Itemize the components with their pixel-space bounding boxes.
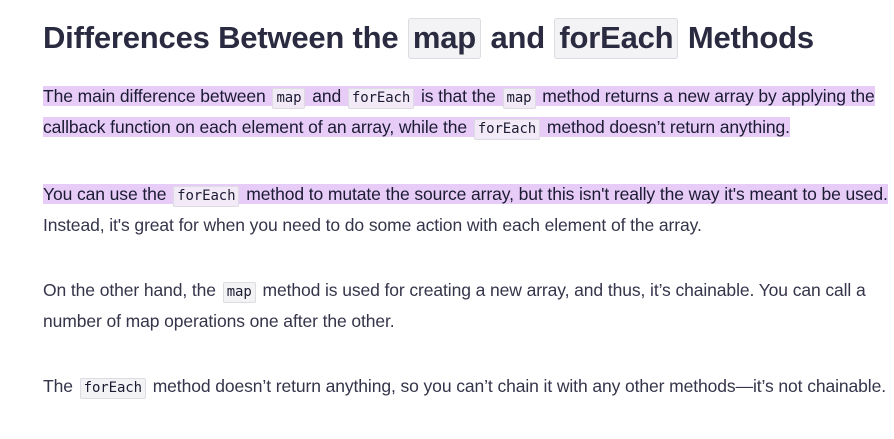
paragraph-foreach-not-chainable: The forEach method doesn’t return anythi… — [43, 372, 888, 403]
heading-text-suffix: Methods — [679, 20, 814, 55]
inline-code-foreach: forEach — [473, 119, 541, 140]
text-span: is that the — [416, 86, 501, 106]
paragraph-main-difference: The main difference between map and forE… — [43, 82, 888, 144]
heading-code-map: map — [407, 18, 482, 59]
inline-code-map: map — [222, 282, 256, 303]
text-span: You can use the — [43, 184, 172, 204]
inline-code-map: map — [272, 88, 306, 109]
text-span: Instead, it's great for when you need to… — [43, 215, 702, 235]
text-span: method is used for creating a new array,… — [43, 280, 866, 331]
highlight-main-difference[interactable]: The main difference between map and forE… — [43, 86, 875, 140]
heading-text-mid: and — [482, 20, 554, 55]
text-span: method doesn’t return anything, so you c… — [147, 376, 886, 396]
inline-code-foreach: forEach — [173, 186, 240, 207]
highlight-mutate-source[interactable]: You can use the forEach method to mutate… — [43, 184, 888, 207]
text-span: The main difference between — [43, 86, 271, 106]
text-span: and — [307, 86, 346, 106]
heading-text-prefix: Differences Between the — [43, 20, 407, 55]
text-span: method to mutate the source array, but t… — [241, 184, 888, 204]
inline-code-foreach: forEach — [79, 378, 146, 399]
inline-code-map: map — [502, 88, 536, 109]
text-span: method returns a new array by applying t… — [43, 86, 875, 137]
text-span: method doesn’t return anything. — [542, 117, 790, 137]
inline-code-foreach: forEach — [347, 88, 415, 109]
text-span: The — [43, 376, 78, 396]
heading-code-foreach: forEach — [554, 18, 679, 59]
paragraph-mutate-source: You can use the forEach method to mutate… — [43, 180, 888, 240]
paragraph-map-chainable: On the other hand, the map method is use… — [43, 276, 888, 336]
text-span: On the other hand, the — [43, 280, 221, 300]
section-heading: Differences Between the map and forEach … — [43, 12, 814, 64]
